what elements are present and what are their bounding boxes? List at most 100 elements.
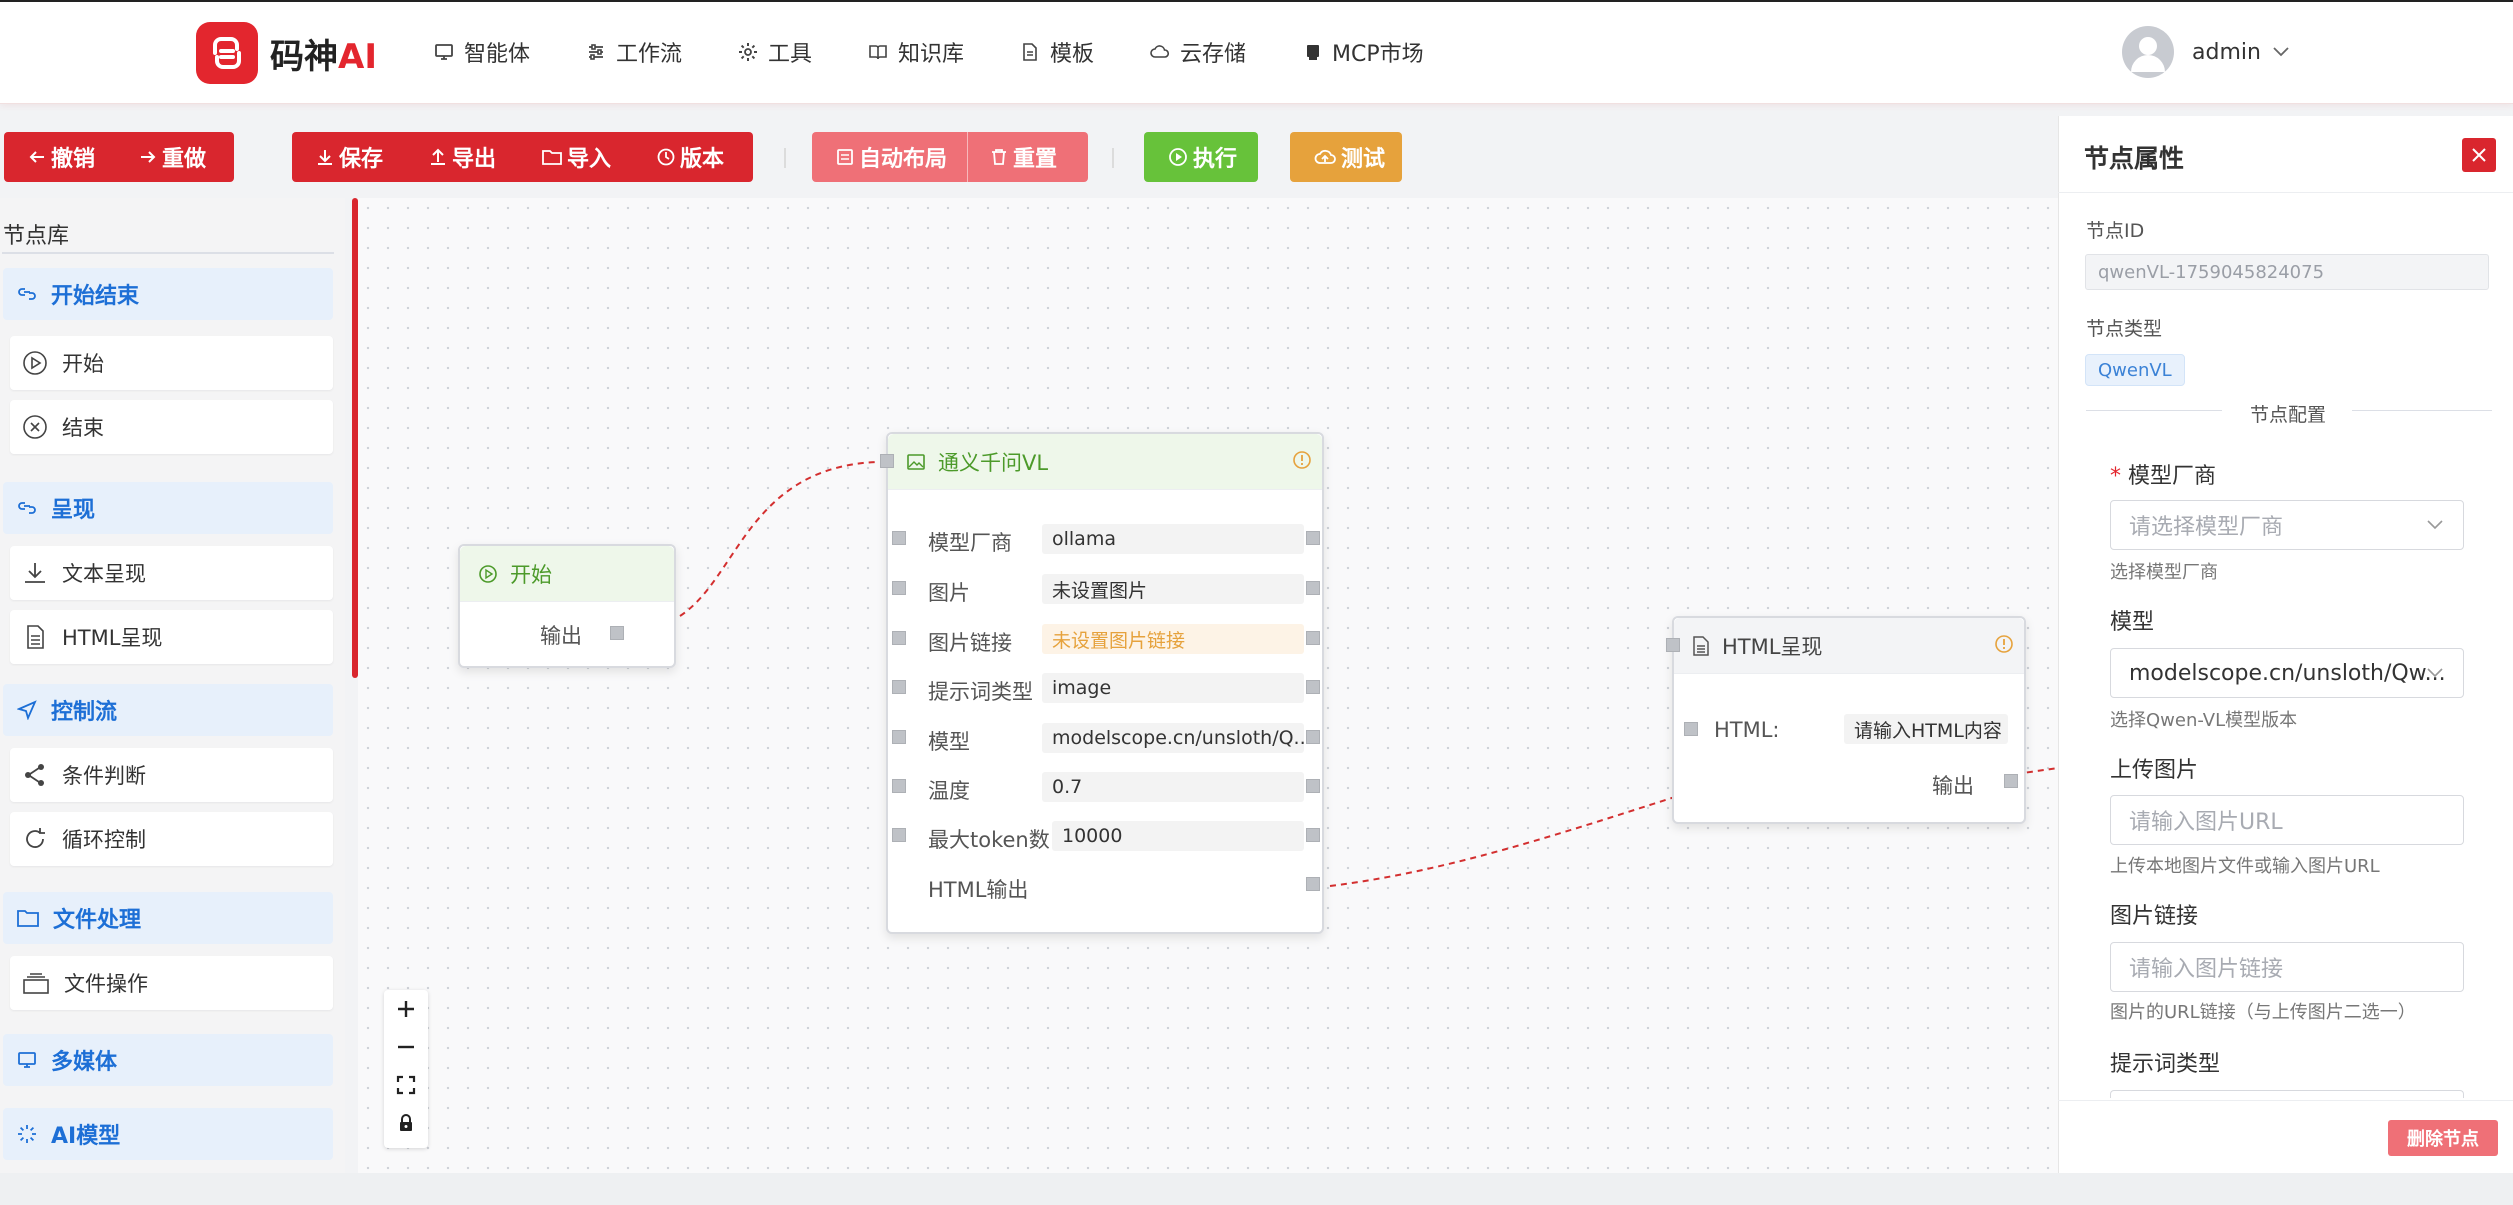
prompt-type-select[interactable] (2110, 1090, 2464, 1098)
sidebar-scrollbar[interactable] (352, 198, 358, 678)
output-port[interactable] (1306, 779, 1320, 793)
edge-start-to-qwen[interactable] (679, 461, 877, 617)
divider (2058, 1100, 2513, 1101)
logo-mark-icon (196, 22, 258, 84)
reset-button[interactable]: 重置 (968, 132, 1057, 182)
folder-icon (542, 150, 562, 165)
close-panel-button[interactable] (2462, 138, 2496, 172)
nav-item-workflow[interactable]: 工作流 (586, 34, 682, 70)
field-value[interactable]: 10000 (1052, 821, 1304, 851)
output-port[interactable] (1306, 877, 1320, 891)
output-port[interactable] (1306, 680, 1320, 694)
nav-item-mcp-market[interactable]: MCP市场 (1304, 34, 1424, 70)
divider (2352, 410, 2492, 411)
node-item-text-render[interactable]: 文本呈现 (10, 546, 333, 600)
node-start[interactable]: 开始 输出 (458, 544, 676, 668)
monitor-icon (435, 44, 453, 60)
field-label: 模型厂商 (928, 531, 1012, 555)
output-port[interactable] (1306, 730, 1320, 744)
field-label-image-link: 图片链接 (2110, 904, 2199, 929)
category-multimedia[interactable]: 多媒体 (3, 1034, 333, 1086)
node-item-start[interactable]: 开始 (10, 336, 333, 390)
info-icon[interactable] (1994, 634, 2014, 654)
input-port[interactable] (1666, 638, 1680, 652)
info-icon[interactable] (1292, 450, 1312, 470)
test-button[interactable]: 测试 (1290, 132, 1402, 182)
vendor-select[interactable]: 请选择模型厂商 (2110, 500, 2464, 550)
edge-html-out[interactable] (2015, 767, 2058, 775)
lock-icon (400, 1114, 412, 1131)
node-properties-panel (2058, 116, 2513, 1173)
node-item-file-operation[interactable]: 文件操作 (10, 956, 333, 1010)
user-menu[interactable]: admin (2122, 26, 2289, 78)
cloud-upload-icon (1314, 149, 1336, 164)
run-button[interactable]: 执行 (1144, 132, 1258, 182)
field-label-upload-image: 上传图片 (2110, 758, 2199, 783)
model-select[interactable]: modelscope.cn/unsloth/Qw... (2110, 648, 2464, 698)
input-port[interactable] (892, 828, 906, 842)
fit-view-button[interactable] (384, 1066, 428, 1104)
workflow-canvas[interactable]: 开始 输出 通义千问VL 模型厂商 ollama 图片 未设置图片 图片链接 未… (358, 198, 2058, 1173)
category-render[interactable]: 呈现 (3, 482, 333, 534)
export-button[interactable]: 导出 (383, 132, 496, 182)
field-value[interactable]: modelscope.cn/unsloth/Q... (1042, 723, 1304, 753)
node-html-render[interactable]: HTML呈现 HTML: 请输入HTML内容 输出 (1666, 616, 2026, 824)
undo-button[interactable]: 撤销 (4, 132, 95, 182)
category-start-end[interactable]: 开始结束 (3, 268, 333, 320)
image-url-input[interactable]: 请输入图片URL (2110, 795, 2464, 845)
nav-item-knowledge-base[interactable]: 知识库 (868, 34, 964, 70)
toolbar-divider (784, 148, 786, 168)
redo-button[interactable]: 重做 (95, 132, 206, 182)
server-icon (1307, 45, 1319, 60)
import-button[interactable]: 导入 (496, 132, 611, 182)
node-id-field[interactable]: qwenVL-1759045824075 (2085, 254, 2489, 290)
field-value[interactable]: 0.7 (1042, 772, 1304, 802)
brand-logo[interactable]: 码神AI (196, 22, 377, 84)
node-item-loop[interactable]: 循环控制 (10, 812, 333, 866)
input-port[interactable] (892, 531, 906, 545)
output-port[interactable] (1306, 828, 1320, 842)
share-icon (25, 764, 44, 786)
input-port[interactable] (880, 454, 894, 468)
node-item-end[interactable]: 结束 (10, 400, 333, 454)
output-port[interactable] (610, 626, 624, 640)
field-value[interactable]: 未设置图片 (1042, 574, 1304, 604)
save-button[interactable]: 保存 (292, 132, 383, 182)
input-port[interactable] (892, 779, 906, 793)
version-button[interactable]: 版本 (611, 132, 724, 182)
section-title: 节点配置 (2250, 404, 2327, 426)
nav-item-agents[interactable]: 智能体 (434, 34, 530, 70)
auto-layout-button[interactable]: 自动布局 (812, 132, 947, 182)
output-port[interactable] (1306, 631, 1320, 645)
category-control-flow[interactable]: 控制流 (3, 684, 333, 736)
document-icon (1023, 43, 1037, 61)
nav-item-tools[interactable]: 工具 (738, 34, 812, 70)
input-port[interactable] (892, 581, 906, 595)
field-value[interactable]: 未设置图片链接 (1042, 624, 1304, 654)
zoom-in-button[interactable] (384, 990, 428, 1028)
input-port[interactable] (892, 631, 906, 645)
node-qwen-vl[interactable]: 通义千问VL 模型厂商 ollama 图片 未设置图片 图片链接 未设置图片链接… (880, 432, 1324, 934)
image-link-input[interactable]: 请输入图片链接 (2110, 942, 2464, 992)
input-port[interactable] (892, 730, 906, 744)
download-icon (318, 150, 332, 165)
nav-item-templates[interactable]: 模板 (1020, 34, 1094, 70)
input-port[interactable] (892, 680, 906, 694)
upload-icon (431, 148, 446, 165)
node-item-html-render[interactable]: HTML呈现 (10, 610, 333, 664)
category-ai-model[interactable]: AI模型 (3, 1108, 333, 1160)
lock-button[interactable] (384, 1104, 428, 1142)
delete-node-button[interactable]: 删除节点 (2388, 1120, 2498, 1156)
field-value[interactable]: ollama (1042, 524, 1304, 554)
category-file-processing[interactable]: 文件处理 (3, 892, 333, 944)
arrow-right-icon (141, 151, 156, 163)
nav-item-cloud-storage[interactable]: 云存储 (1150, 34, 1246, 70)
field-value[interactable]: image (1042, 673, 1304, 703)
input-port[interactable] (1684, 722, 1698, 736)
html-content-input[interactable]: 请输入HTML内容 (1844, 714, 2008, 744)
output-port[interactable] (2004, 774, 2018, 788)
node-item-condition[interactable]: 条件判断 (10, 748, 333, 802)
zoom-out-button[interactable] (384, 1028, 428, 1066)
output-port[interactable] (1306, 531, 1320, 545)
output-port[interactable] (1306, 581, 1320, 595)
